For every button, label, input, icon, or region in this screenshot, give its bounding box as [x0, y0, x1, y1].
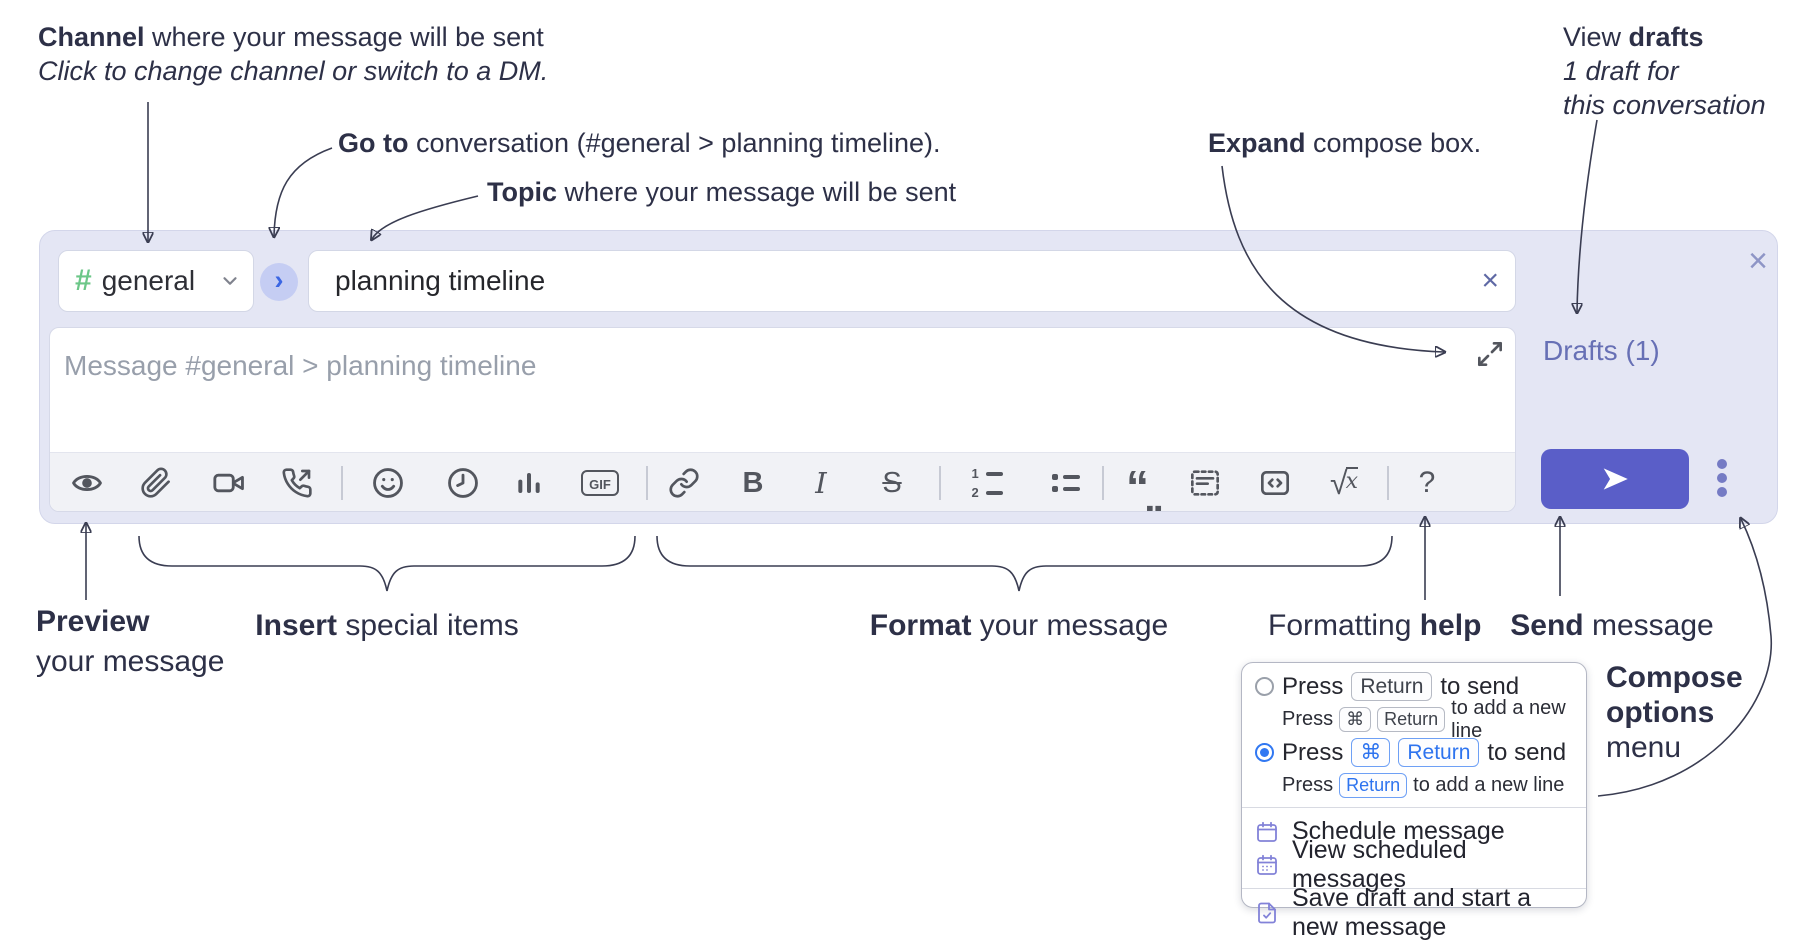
segment-text: Press	[1282, 708, 1334, 730]
bold-icon[interactable]: B	[742, 466, 764, 499]
save-draft-icon	[1258, 902, 1276, 923]
formatting-help-icon[interactable]: ?	[1418, 466, 1436, 499]
clear-topic-icon[interactable]: ×	[1481, 264, 1499, 297]
topic-value: planning timeline	[335, 265, 546, 296]
menu-item-save-draft[interactable]: Save draft and start a new message	[1255, 884, 1573, 941]
channel-hash-icon: #	[75, 264, 92, 297]
strikethrough-icon[interactable]: S	[882, 466, 902, 499]
preview-icon[interactable]	[65, 461, 109, 505]
keyboard-key: Return	[1339, 773, 1408, 798]
caption-formatting-help: Formatting help	[1268, 609, 1482, 642]
annotation-channel-bold: Channel	[38, 22, 145, 52]
keyboard-key: Return	[1398, 738, 1480, 767]
message-area[interactable]: Message #general > planning timeline	[49, 327, 1516, 512]
compose-box: # general › planning timeline × × Messag…	[39, 230, 1778, 524]
caption-send: Send message	[1510, 609, 1714, 642]
keyboard-key: Return	[1377, 707, 1446, 732]
toolbar-divider	[1102, 466, 1104, 500]
toolbar-divider	[1387, 466, 1389, 500]
send-button[interactable]	[1541, 449, 1689, 509]
segment-text: to send	[1487, 738, 1567, 766]
link-icon[interactable]	[662, 461, 706, 505]
caption-preview: Preview your message	[36, 605, 225, 678]
compose-toolbar: GIF B I S 1 2	[50, 452, 1515, 512]
audio-call-icon[interactable]	[275, 461, 319, 505]
caption-compose-options: Compose options menu	[1606, 661, 1743, 764]
keyboard-key: ⌘	[1339, 707, 1372, 732]
code-icon[interactable]	[1253, 461, 1297, 505]
annotation-channel: Channel where your message will be sent …	[38, 20, 548, 88]
spoiler-icon[interactable]	[1183, 461, 1227, 505]
channel-name: general	[101, 265, 196, 296]
chevron-down-icon	[223, 277, 237, 285]
annotation-channel-rest: where your message will be sent	[144, 22, 544, 52]
segment-text: to send	[1440, 672, 1520, 700]
poll-icon[interactable]	[507, 461, 551, 505]
segment-text: to add a new line	[1451, 696, 1566, 742]
attach-file-icon[interactable]	[134, 461, 178, 505]
menu-item-view-scheduled-messages[interactable]: View scheduled messages	[1255, 836, 1573, 893]
numbered-list-icon[interactable]: 1 2	[965, 461, 1009, 505]
annotation-topic: Topic where your message will be sent	[487, 177, 957, 207]
toolbar-divider	[341, 466, 343, 500]
annotation-expand: Expand compose box.	[1208, 128, 1482, 158]
emoji-icon[interactable]	[366, 461, 410, 505]
bulleted-list-icon[interactable]	[1044, 461, 1088, 505]
chevron-right-icon: ›	[274, 265, 284, 295]
gif-icon[interactable]: GIF	[578, 461, 622, 505]
segment-text: Press	[1282, 774, 1334, 796]
calendar-icon	[1257, 821, 1277, 842]
segment-text: to add a new line	[1413, 774, 1565, 796]
keyboard-key: Return	[1351, 672, 1433, 701]
segment-text: Press	[1282, 672, 1344, 700]
menu-item-schedule-message[interactable]: Schedule message	[1255, 815, 1573, 848]
close-compose-icon[interactable]: ×	[1748, 241, 1768, 280]
radio-selected[interactable]	[1255, 743, 1274, 762]
toolbar-divider	[646, 466, 648, 500]
menu-divider	[1242, 888, 1586, 889]
go-to-conversation-button[interactable]: ›	[260, 263, 298, 301]
paper-plane-icon	[1603, 468, 1628, 490]
topic-input[interactable]: planning timeline ×	[308, 250, 1516, 312]
svg-text:GIF: GIF	[589, 477, 611, 492]
caption-format: Format your message	[869, 609, 1169, 642]
calendar-scheduled-icon	[1257, 854, 1277, 875]
caption-insert: Insert special items	[255, 609, 519, 642]
video-call-icon[interactable]	[207, 461, 251, 505]
toolbar-divider	[939, 466, 941, 500]
message-placeholder: Message #general > planning timeline	[64, 350, 537, 381]
annotation-goto: Go to conversation (#general > planning …	[338, 128, 941, 158]
radio-unselected[interactable]	[1255, 677, 1274, 696]
italic-icon[interactable]: I	[815, 465, 827, 500]
channel-selector[interactable]: # general	[58, 250, 254, 312]
quote-icon[interactable]: “„	[1126, 461, 1164, 512]
keyboard-key: ⌘	[1351, 738, 1391, 767]
global-time-icon[interactable]	[441, 461, 485, 505]
segment-text: Press	[1282, 738, 1344, 766]
annotation-channel-line2: Click to change channel or switch to a D…	[38, 56, 549, 86]
math-icon[interactable]: √x	[1330, 465, 1358, 501]
expand-compose-icon[interactable]	[1474, 338, 1506, 370]
drafts-link[interactable]: Drafts (1)	[1543, 335, 1660, 366]
menu-divider	[1242, 807, 1586, 808]
compose-options-ellipsis-icon[interactable]	[1712, 459, 1732, 503]
annotation-view-drafts: View drafts 1 draft for this conversatio…	[1563, 22, 1766, 120]
